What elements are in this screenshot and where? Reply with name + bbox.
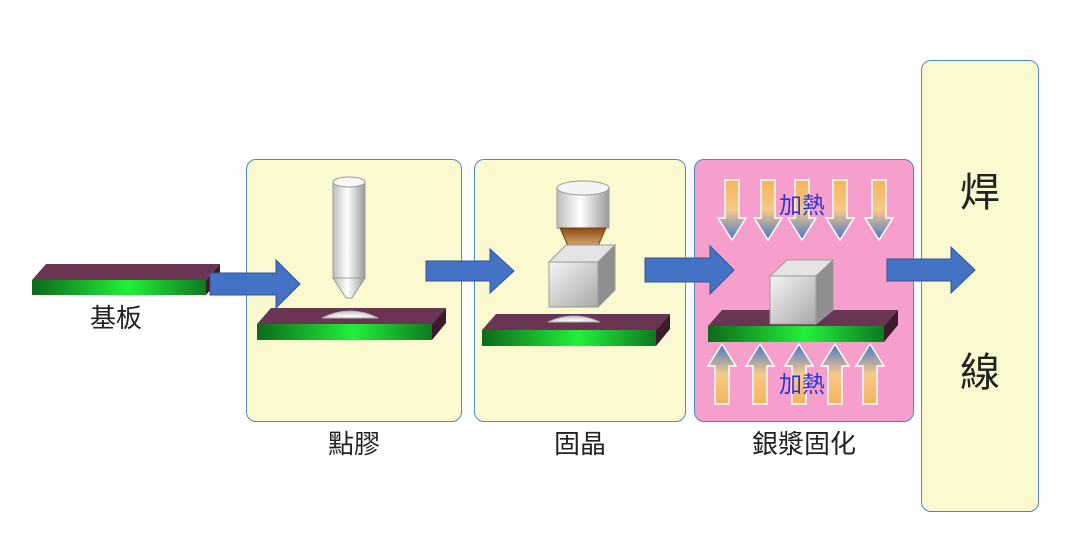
- dispensing-needle: [332, 176, 366, 299]
- die-glue: [547, 315, 601, 323]
- heat-arrows-bottom: [706, 342, 886, 405]
- substrate-plate: [32, 264, 220, 295]
- label-wire-bond-bottom: 線: [960, 350, 1000, 396]
- glue-dot: [321, 310, 379, 319]
- heat-label-bottom: 加熱: [779, 372, 825, 398]
- label-cure: 銀漿固化: [751, 430, 857, 460]
- label-wire-bond-top: 焊: [960, 170, 1000, 216]
- label-dispense: 點膠: [327, 430, 381, 460]
- heat-label-top: 加熱: [779, 193, 825, 219]
- die-bond-substrate: [482, 314, 670, 346]
- label-die-bond: 固晶: [553, 430, 607, 460]
- cure-die-chip: [768, 258, 835, 326]
- bonding-head: [556, 180, 610, 247]
- flow-arrow-3: [644, 244, 735, 296]
- flow-arrow-2: [425, 247, 515, 295]
- wire-bond-panel: [921, 60, 1039, 512]
- flow-arrow-1: [209, 258, 301, 310]
- die-chip: [547, 243, 617, 309]
- heat-arrows-top: [716, 179, 895, 242]
- label-substrate: 基板: [89, 304, 143, 334]
- flow-arrow-4: [886, 245, 976, 295]
